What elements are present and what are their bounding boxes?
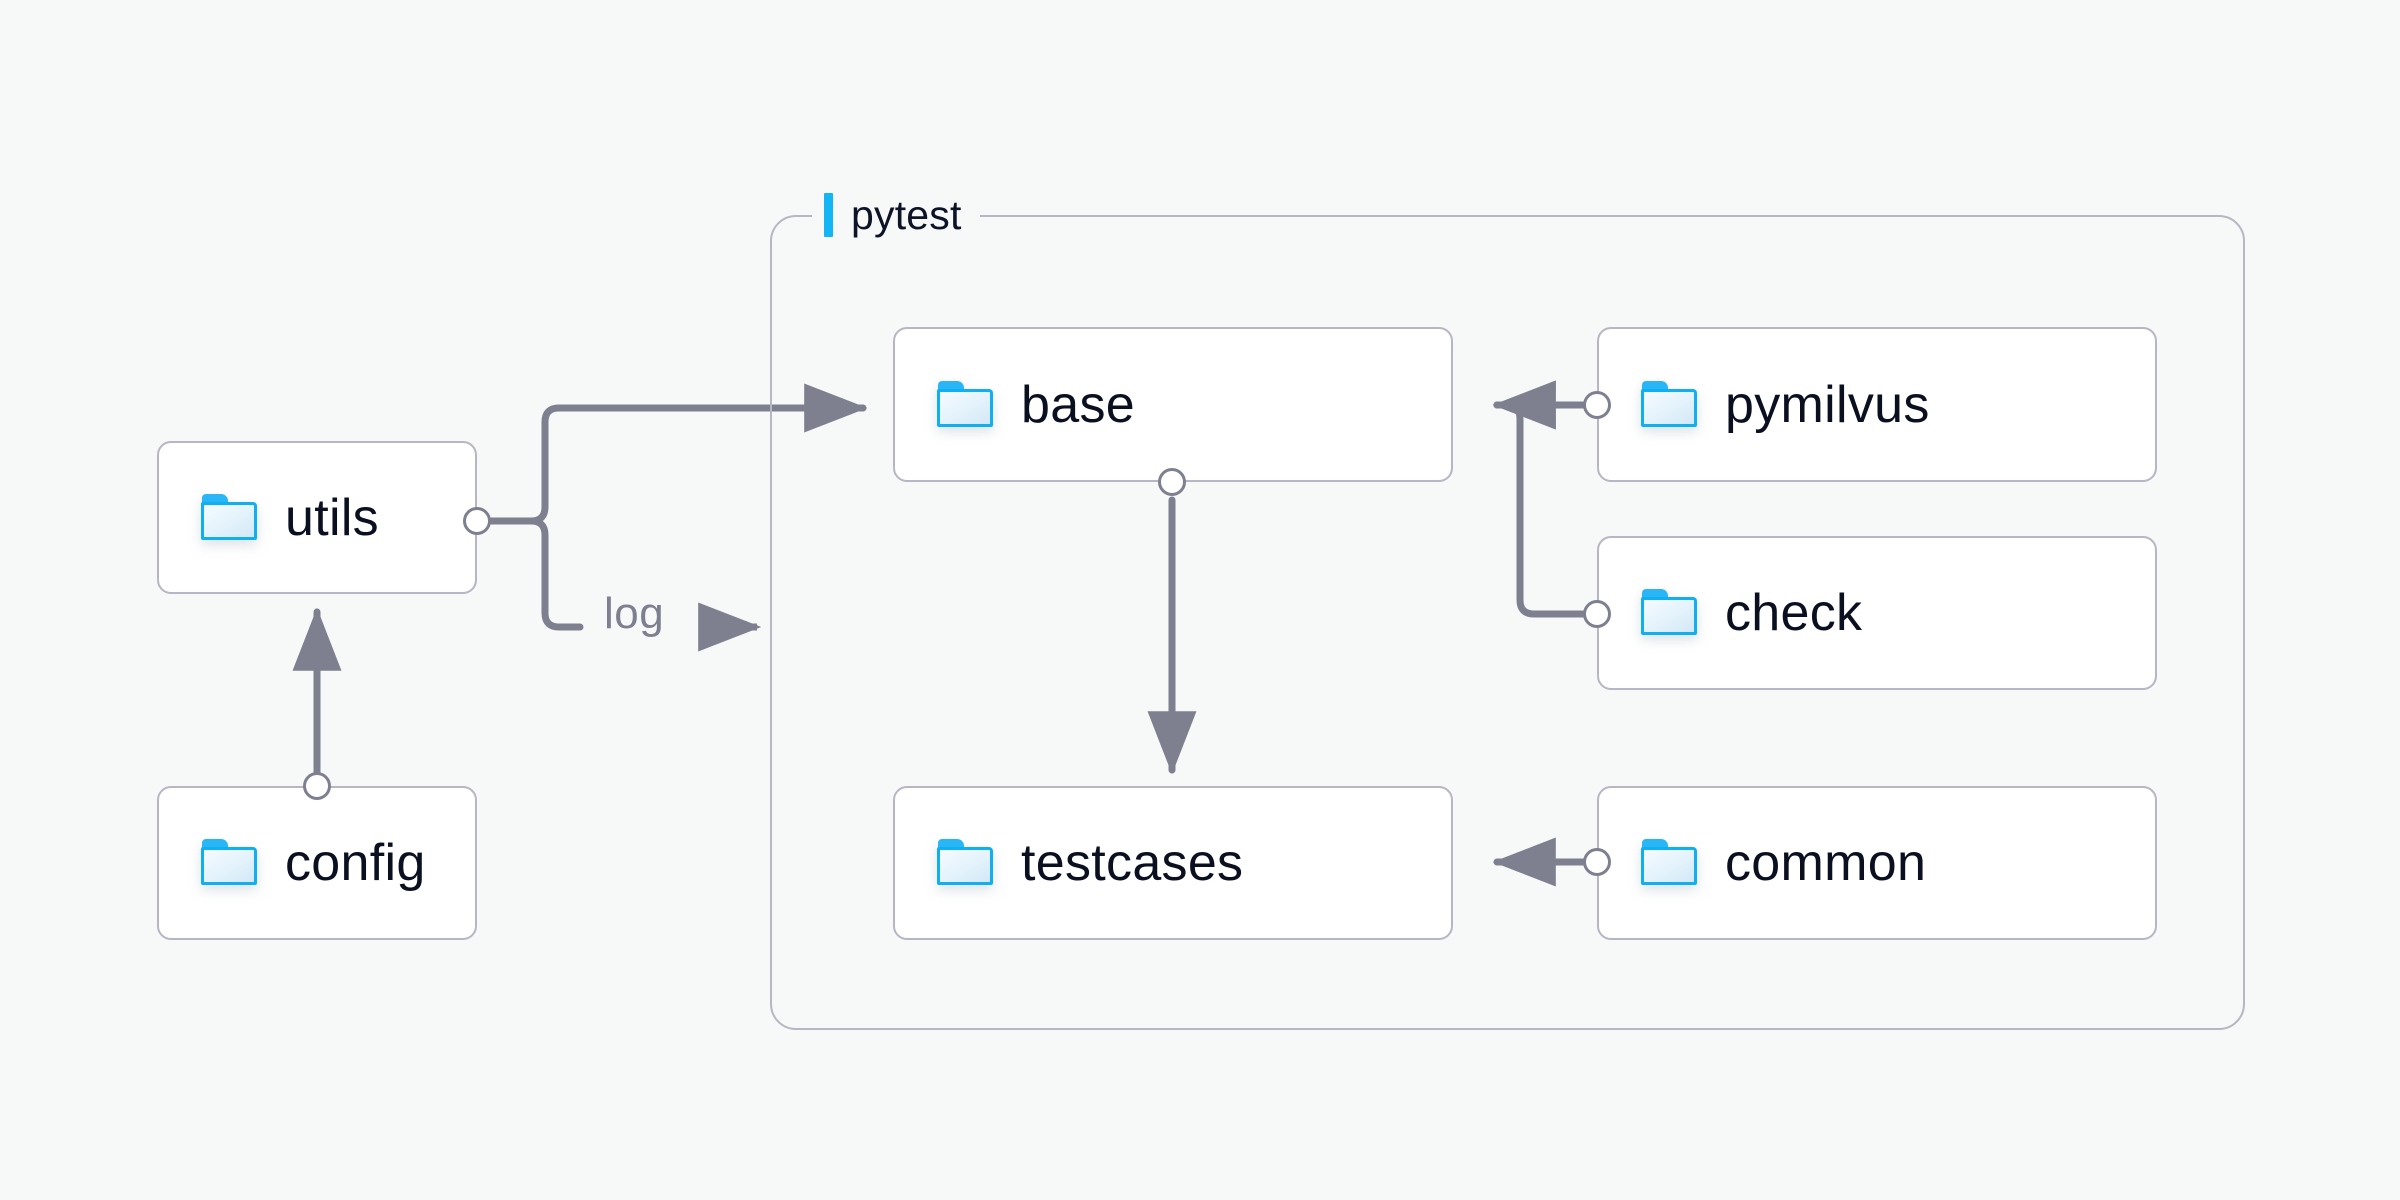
utils-right-port[interactable] [463,507,491,535]
folder-icon [1641,589,1699,637]
group-container-pytest [770,215,2245,1030]
group-title-label: pytest [851,191,962,238]
node-label-base: base [1021,375,1135,434]
accent-bar-icon [824,193,833,237]
node-label-testcases: testcases [1021,834,1244,892]
node-label-config: config [285,834,426,892]
node-label-utils: utils [285,488,379,547]
node-config[interactable]: config [157,786,477,940]
folder-icon [201,839,259,887]
group-title-pytest: pytest [812,188,980,242]
node-label-check: check [1725,584,1863,642]
node-base[interactable]: base [893,327,1453,482]
pymilvus-left-port[interactable] [1583,391,1611,419]
config-top-port[interactable] [303,772,331,800]
node-label-pymilvus: pymilvus [1725,375,1930,434]
folder-icon [1641,839,1699,887]
node-utils[interactable]: utils [157,441,477,594]
folder-icon [201,493,259,542]
base-bottom-port[interactable] [1158,468,1186,496]
check-left-port[interactable] [1583,600,1611,628]
common-left-port[interactable] [1583,848,1611,876]
node-testcases[interactable]: testcases [893,786,1453,940]
node-check[interactable]: check [1597,536,2157,690]
node-pymilvus[interactable]: pymilvus [1597,327,2157,482]
folder-icon [937,839,995,887]
edge-label-log: log [604,589,665,638]
node-common[interactable]: common [1597,786,2157,940]
folder-icon [937,380,995,429]
node-label-common: common [1725,834,1927,892]
edge-utils-to-log [487,517,584,631]
folder-icon [1641,380,1699,429]
